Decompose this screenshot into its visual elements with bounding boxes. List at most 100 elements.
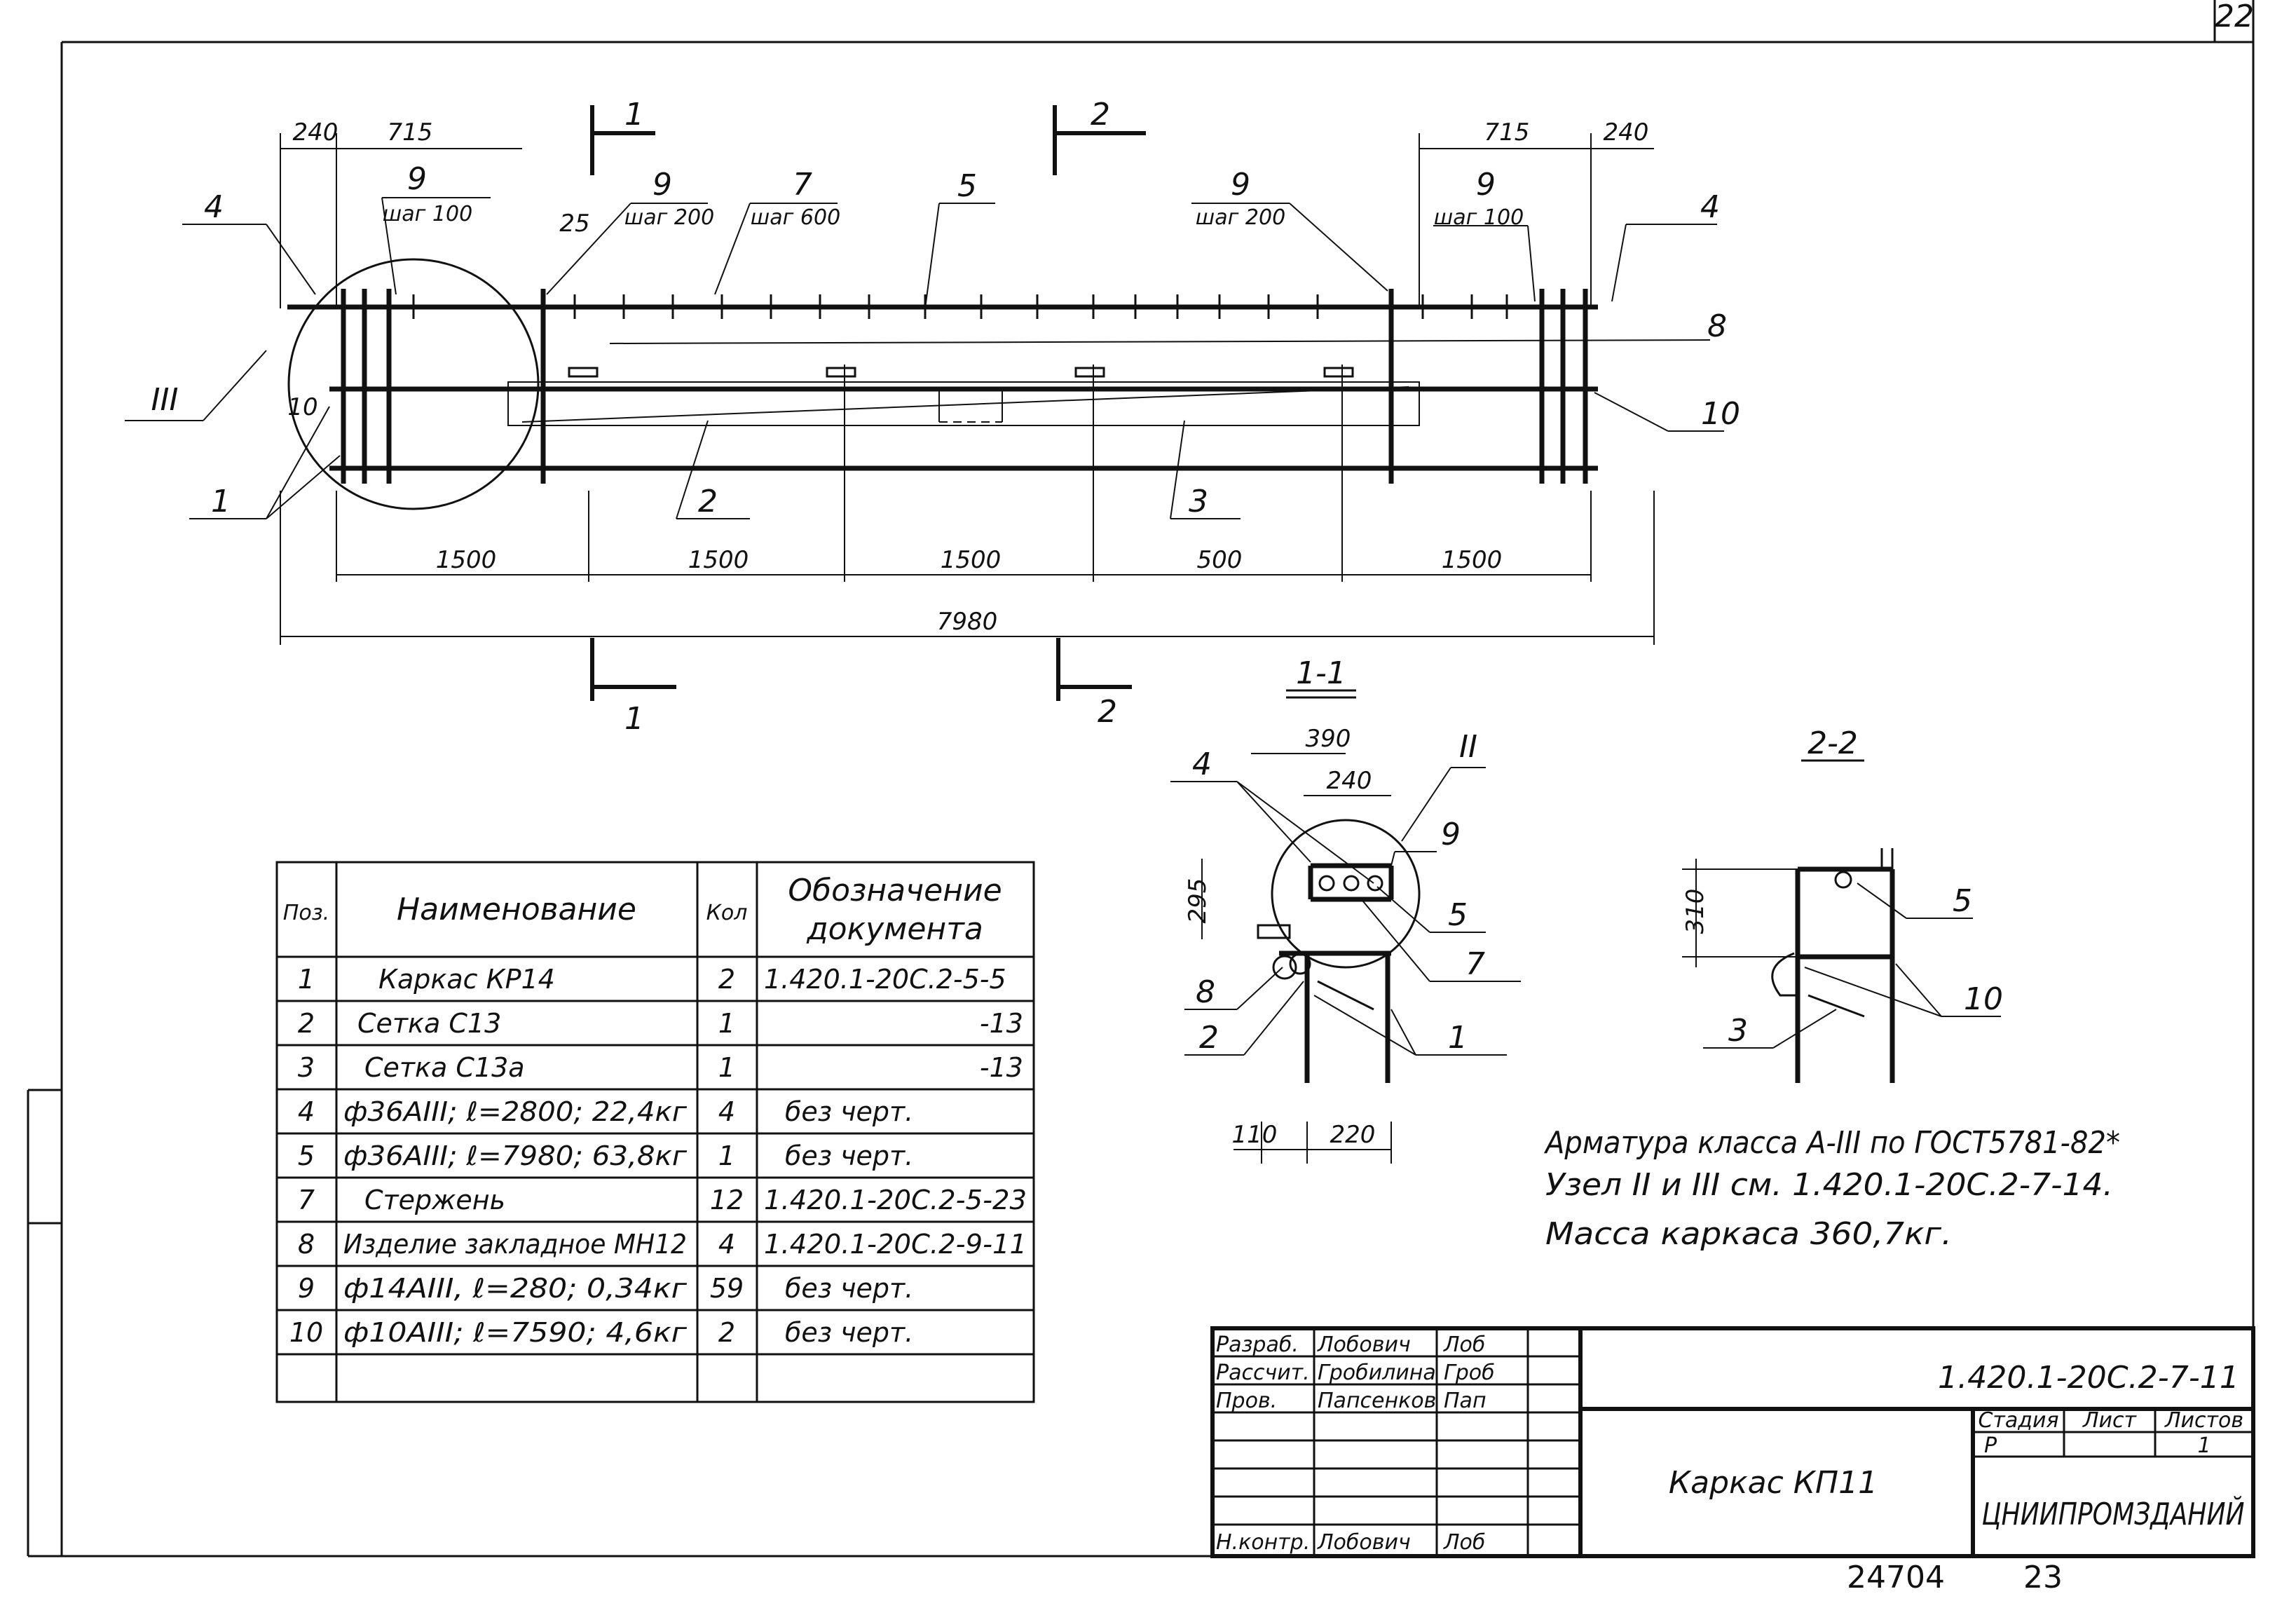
spec-cell-pos: 7 bbox=[298, 1185, 315, 1215]
spec-row: 8 Изделие закладное МН12 4 1.420.1-20С.2… bbox=[298, 1229, 1027, 1260]
section-1-1-dim-295: 295 bbox=[1184, 878, 1212, 924]
section-1-1-label-7: 7 bbox=[1465, 946, 1485, 982]
dim-240-right: 240 bbox=[1604, 118, 1649, 146]
spec-cell-name: Изделие закладное МН12 bbox=[343, 1229, 687, 1260]
bottom-number: 24704 bbox=[1847, 1560, 1945, 1595]
dim-715-left: 715 bbox=[388, 118, 433, 146]
note-line-1: Арматура класса А-III по ГОСТ5781-82* bbox=[1543, 1125, 2120, 1161]
signature: Гроб bbox=[1444, 1361, 1495, 1385]
title-block-sheet-label: Лист bbox=[2082, 1408, 2138, 1433]
spec-cell-pos: 2 bbox=[298, 1008, 315, 1039]
spec-cell-qty: 2 bbox=[718, 1317, 735, 1348]
person: Гробилина bbox=[1318, 1361, 1436, 1385]
person: Папсенков bbox=[1318, 1389, 1436, 1413]
spec-cell-name: ф10АIII; ℓ=7590; 4,6кг bbox=[343, 1317, 688, 1348]
spec-cell-name: Стержень bbox=[364, 1185, 505, 1215]
spec-cell-qty: 2 bbox=[718, 964, 735, 995]
callout-1-note: шаг 100 bbox=[383, 202, 472, 226]
spec-cell-pos: 4 bbox=[298, 1096, 315, 1127]
callout-3-num: 7 bbox=[793, 167, 812, 203]
section-mark-1-bottom: 1 bbox=[624, 701, 644, 737]
spec-cell-doc: -13 bbox=[980, 1052, 1023, 1083]
spec-cell-doc: без черт. bbox=[785, 1317, 913, 1348]
callout-3-note: шаг 600 bbox=[751, 205, 840, 230]
section-1-1-label-8: 8 bbox=[1196, 974, 1215, 1010]
pos-10: 10 bbox=[1701, 396, 1740, 432]
spec-cell-doc: без черт. bbox=[785, 1273, 913, 1304]
callout-2-note: шаг 200 bbox=[624, 205, 714, 230]
spec-cell-name: Сетка С13 bbox=[357, 1008, 501, 1039]
callout-2-num: 9 bbox=[652, 167, 672, 203]
spec-row: 1 Каркас КР14 2 1.420.1-20С.2-5-5 bbox=[298, 964, 1006, 995]
spec-cell-qty: 12 bbox=[710, 1185, 744, 1215]
pos-4-left: 4 bbox=[204, 189, 224, 225]
section-1-1-label-5: 5 bbox=[1448, 897, 1468, 933]
role: Рассчит. bbox=[1216, 1361, 1310, 1385]
callout-4-num: 9 bbox=[1231, 167, 1250, 203]
section-1-1-label-4: 4 bbox=[1192, 747, 1212, 782]
spec-cell-name: ф36АIII; ℓ=7980; 63,8кг bbox=[343, 1140, 688, 1171]
spec-row: 4 ф36АIII; ℓ=2800; 22,4кг 4 без черт. bbox=[298, 1096, 913, 1127]
signature: Лоб bbox=[1443, 1530, 1485, 1555]
section-1-1 bbox=[1170, 689, 1521, 1164]
spec-cell-qty: 4 bbox=[718, 1229, 735, 1260]
section-1-1-dim-110: 110 bbox=[1232, 1121, 1278, 1149]
dim-25: 25 bbox=[559, 210, 589, 238]
spec-row: 5 ф36АIII; ℓ=7980; 63,8кг 1 без черт. bbox=[298, 1140, 913, 1171]
dim-bottom-3: 1500 bbox=[941, 546, 1002, 574]
person: Лобович bbox=[1317, 1530, 1411, 1555]
spec-cell-name: ф36АIII; ℓ=2800; 22,4кг bbox=[343, 1096, 688, 1127]
title-block-row: Н.контр. Лобович Лоб bbox=[1216, 1530, 1485, 1555]
pos-3: 3 bbox=[1189, 484, 1208, 519]
title-block-sheets-label: Листов bbox=[2164, 1408, 2243, 1433]
callout-5-num: 9 bbox=[1476, 167, 1496, 203]
spec-cell-pos: 9 bbox=[298, 1273, 315, 1304]
callout-1-num: 9 bbox=[407, 161, 427, 197]
spec-row: 2 Сетка С13 1 -13 bbox=[298, 1008, 1023, 1039]
sheet-number: 22 bbox=[2215, 0, 2254, 34]
dim-bottom-5: 1500 bbox=[1442, 546, 1503, 574]
signature: Пап bbox=[1444, 1389, 1487, 1413]
section-2-2-title: 2-2 bbox=[1808, 725, 1858, 761]
spec-cell-qty: 1 bbox=[718, 1052, 735, 1083]
callout-5-note: шаг 100 bbox=[1434, 205, 1524, 230]
callout-4-note: шаг 200 bbox=[1196, 205, 1285, 230]
dim-240-left: 240 bbox=[293, 118, 339, 146]
spec-header-qty: Кол bbox=[706, 901, 748, 925]
spec-cell-qty: 59 bbox=[710, 1273, 744, 1304]
note-line-3: Масса каркаса 360,7кг. bbox=[1545, 1216, 1952, 1252]
signature: Лоб bbox=[1443, 1333, 1485, 1357]
spec-cell-doc: без черт. bbox=[785, 1140, 913, 1171]
section-1-1-label-2: 2 bbox=[1199, 1020, 1219, 1056]
spec-cell-name: ф14АIII, ℓ=280; 0,34кг bbox=[343, 1273, 688, 1304]
section-1-1-dim-390: 390 bbox=[1306, 725, 1351, 753]
section-2-2-dim-310: 310 bbox=[1681, 889, 1709, 934]
role: Разраб. bbox=[1216, 1333, 1299, 1357]
section-2-2-label-3: 3 bbox=[1728, 1013, 1748, 1049]
section-1-1-label-9: 9 bbox=[1441, 817, 1461, 852]
section-2-2-label-5: 5 bbox=[1953, 883, 1972, 919]
title-block-org: ЦНИИПРОМЗДАНИЙ bbox=[1982, 1495, 2245, 1532]
pos-5: 5 bbox=[957, 168, 977, 204]
spec-cell-doc: 1.420.1-20С.2-9-11 bbox=[764, 1229, 1027, 1260]
title-block-row: Пров. Папсенков Пап bbox=[1216, 1389, 1487, 1413]
title-block-name: Каркас КП11 bbox=[1669, 1465, 1878, 1501]
spec-cell-pos: 5 bbox=[298, 1140, 315, 1171]
title-block-stage: Р bbox=[1984, 1433, 1997, 1458]
spec-row: 7 Стержень 12 1.420.1-20С.2-5-23 bbox=[298, 1185, 1027, 1215]
title-block-stage-label: Стадия bbox=[1978, 1408, 2058, 1433]
title-block-sheets: 1 bbox=[2197, 1433, 2210, 1458]
spec-cell-name: Каркас КР14 bbox=[378, 964, 555, 995]
spec-table bbox=[275, 861, 1035, 1403]
pos-4-right: 4 bbox=[1700, 189, 1720, 225]
spec-row: 3 Сетка С13а 1 -13 bbox=[298, 1052, 1023, 1083]
section-1-1-title: 1-1 bbox=[1296, 655, 1346, 691]
dim-10: 10 bbox=[287, 393, 317, 421]
title-block bbox=[1210, 1326, 2255, 1558]
note-line-2: Узел II и III см. 1.420.1-20С.2-7-14. bbox=[1545, 1167, 2113, 1203]
dim-715-right: 715 bbox=[1484, 118, 1530, 146]
section-1-1-label-1: 1 bbox=[1448, 1020, 1468, 1056]
spec-cell-doc: 1.420.1-20С.2-5-23 bbox=[764, 1185, 1027, 1215]
spec-cell-qty: 1 bbox=[718, 1140, 735, 1171]
